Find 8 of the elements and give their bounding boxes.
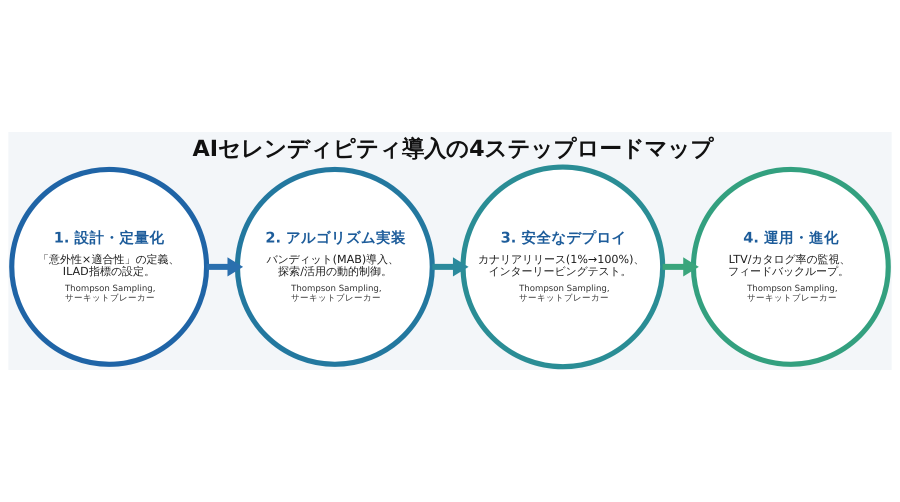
arrow bbox=[206, 257, 244, 276]
node-circle: 4. 運用・進化 LTV/カタログ率の監視、フィードバックループ。 Thompson Sampling, サーキットブレーカー bbox=[690, 166, 891, 367]
arrow bbox=[662, 257, 699, 276]
node-circle: 3. 安全なデプロイ カナリアリリース(1%→100%)、インターリービングテスト。 Thompson Sampling, サーキットブレーカー bbox=[460, 164, 666, 370]
node-circle: 1. 設計・定量化 「意外性×適合性」の定義、ILAD指標の設定。 Thompson Sampling, サーキットブレーカー bbox=[9, 166, 210, 367]
node-circle: 2. アルゴリズム実装 バンディット(MAB)導入、探索/活用の動的制御。 Thompson Sampling, サーキットブレーカー bbox=[234, 166, 435, 367]
diagram-title: AIセレンディピティ導入の4ステップロードマップ bbox=[192, 136, 714, 162]
arrow bbox=[432, 257, 469, 276]
